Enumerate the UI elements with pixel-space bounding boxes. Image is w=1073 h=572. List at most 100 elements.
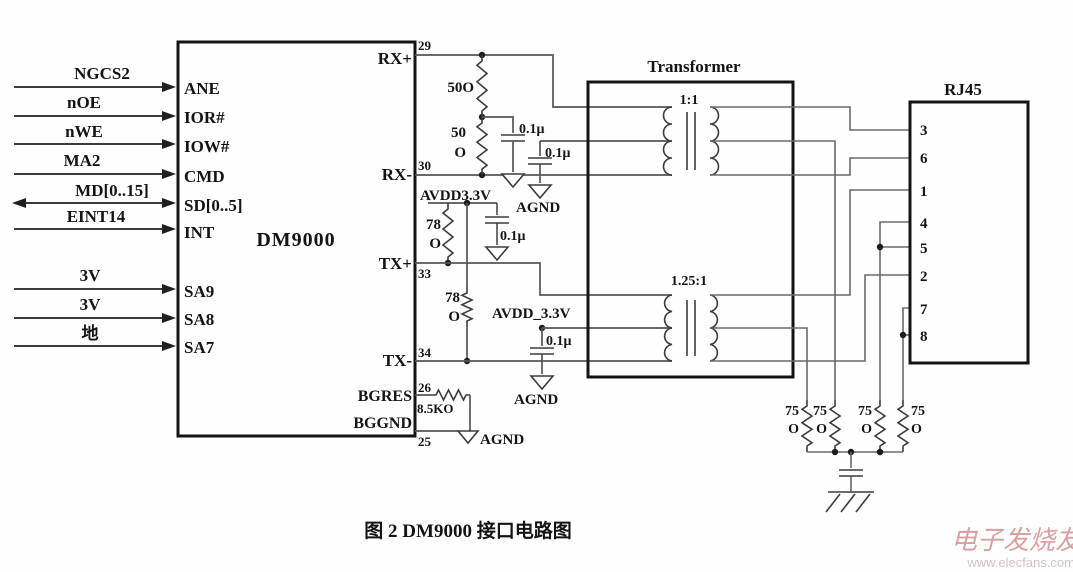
pin-label: INT xyxy=(184,223,215,242)
capacitor-rx2 xyxy=(528,157,552,165)
lower-primary-coil-icon xyxy=(663,294,673,362)
resistor-75-1-value: 75 xyxy=(785,404,799,419)
upper-core-icon xyxy=(686,112,696,170)
termination-network: 75 O 75 O 75 O 75 O xyxy=(785,400,925,513)
resistor-8k5-label: 8.5KO xyxy=(417,401,453,416)
lower-core-icon xyxy=(686,300,696,356)
capacitor-chassis xyxy=(839,469,863,477)
resistor-78b-value: 78 xyxy=(445,290,460,306)
wire-tx-plus xyxy=(415,262,672,296)
pin-number-26: 26 xyxy=(418,380,432,395)
resistor-75-1 xyxy=(800,400,814,452)
input-signals: NGCS2 nOE nWE MA2 MD[0..15] xyxy=(12,64,176,351)
capacitor-avdd-rx xyxy=(485,216,509,224)
agnd-label-bg: AGND xyxy=(480,432,524,448)
rj45-pin-8: 8 xyxy=(920,329,928,345)
capacitor-rx1-label: 0.1μ xyxy=(519,122,545,137)
resistor-78b-unit: O xyxy=(448,309,460,325)
upper-primary-coil-icon xyxy=(662,106,673,176)
pin-label: CMD xyxy=(184,167,225,186)
transformer-rj45-wiring xyxy=(710,106,910,400)
transformer-title: Transformer xyxy=(647,57,741,76)
dm9000-label: DM9000 xyxy=(256,229,335,251)
dm9000-right-pins: RX+ 29 RX- 30 TX+ 33 TX- 34 BGRES 26 BGG… xyxy=(353,38,431,449)
input-signal-3v-sa8: 3V xyxy=(14,295,176,323)
resistor-75-4-value: 75 xyxy=(911,404,925,419)
pin-label-bgres: BGRES xyxy=(358,388,412,405)
pin-label-rx-minus: RX- xyxy=(382,165,413,184)
arrowhead-right-icon xyxy=(162,169,176,179)
resistor-75-3-value: 75 xyxy=(858,404,872,419)
arrowhead-right-icon xyxy=(162,198,176,208)
capacitor-rx2-label: 0.1μ xyxy=(545,146,571,161)
pin-label-rx-plus: RX+ xyxy=(378,49,412,68)
chassis-ground-icon xyxy=(825,491,874,513)
resistor-75-2-unit: O xyxy=(816,422,827,437)
junction-dot xyxy=(831,448,839,456)
junction-dot xyxy=(876,243,884,251)
rj45-box xyxy=(908,100,1030,365)
junction-dot xyxy=(876,448,884,456)
bandgap-network: 8.5KO AGND xyxy=(415,388,524,448)
signal-label: 地 xyxy=(82,323,99,343)
pin-label: SA7 xyxy=(184,338,215,357)
dm9000-box xyxy=(176,40,417,438)
resistor-50-bottom xyxy=(475,117,489,175)
transformer-box xyxy=(586,80,795,379)
pin-label-tx-minus: TX- xyxy=(383,351,413,370)
pin-label-tx-plus: TX+ xyxy=(379,254,412,273)
agnd-label-rx: AGND xyxy=(516,200,560,216)
rj45-pin-3: 3 xyxy=(920,123,928,139)
arrowhead-right-icon xyxy=(162,224,176,234)
signal-label: MD[0..15] xyxy=(75,181,149,200)
signal-label: nWE xyxy=(65,122,103,141)
rx-network: 50O 50 O 0.1μ 0.1μ AGND xyxy=(415,51,672,216)
wire-upper-center-tap-term xyxy=(710,140,836,400)
resistor-75-4 xyxy=(896,400,910,452)
resistor-78-unit: O xyxy=(429,236,441,252)
pin-number-25: 25 xyxy=(418,434,432,449)
junction-dot xyxy=(899,331,907,339)
pin-label-bggnd: BGGND xyxy=(353,415,412,432)
ground-triangle-icon xyxy=(500,173,526,189)
wire-to-pin2 xyxy=(710,274,910,362)
lower-ratio-label: 1.25:1 xyxy=(671,274,707,289)
avdd-rx-rail: AVDD3.3V 78 O 78 O 0.1μ xyxy=(420,188,526,365)
rj45-pin-6: 6 xyxy=(920,151,928,167)
capacitor-avdd-rx-label: 0.1μ xyxy=(500,229,526,244)
resistor-75-1-unit: O xyxy=(788,422,799,437)
upper-ratio-label: 1:1 xyxy=(680,93,699,108)
signal-label: EINT14 xyxy=(67,207,126,226)
wire-pin4-term xyxy=(879,221,910,400)
arrowhead-right-icon xyxy=(162,313,176,323)
resistor-50-bottom-unit: O xyxy=(454,145,466,161)
pin-number-29: 29 xyxy=(418,38,432,53)
wire-pin7-term xyxy=(902,307,910,400)
resistor-78-value: 78 xyxy=(426,217,441,233)
resistor-75-2 xyxy=(828,400,842,452)
resistor-75-3 xyxy=(873,400,887,452)
wire-to-pin6 xyxy=(710,157,910,176)
input-signal-md-bus: MD[0..15] xyxy=(12,181,176,208)
arrowhead-right-icon xyxy=(162,341,176,351)
input-signal-ngcs2: NGCS2 xyxy=(14,64,176,92)
wire-lower-center-tap-term xyxy=(710,327,808,400)
signal-label: 3V xyxy=(80,295,102,314)
pin-label: SA8 xyxy=(184,310,214,329)
rj45-pin-2: 2 xyxy=(920,269,928,285)
signal-label: 3V xyxy=(80,266,102,285)
rj45-pin-7: 7 xyxy=(920,302,928,318)
resistor-78-txminus xyxy=(460,287,474,327)
resistor-50-top xyxy=(475,55,489,117)
dm9000-block: DM9000 xyxy=(176,40,417,438)
wire-to-pin3 xyxy=(710,106,910,131)
pin-label: IOR# xyxy=(184,108,225,127)
transformer-block: Transformer 1:1 1.25:1 xyxy=(586,57,795,379)
arrowhead-right-icon xyxy=(162,82,176,92)
avdd-tx-label: AVDD_3.3V xyxy=(492,306,571,322)
capacitor-avdd-tx-label: 0.1μ xyxy=(546,334,572,349)
arrowhead-right-icon xyxy=(162,139,176,149)
agnd-label-tx: AGND xyxy=(514,392,558,408)
pin-number-30: 30 xyxy=(418,158,431,173)
